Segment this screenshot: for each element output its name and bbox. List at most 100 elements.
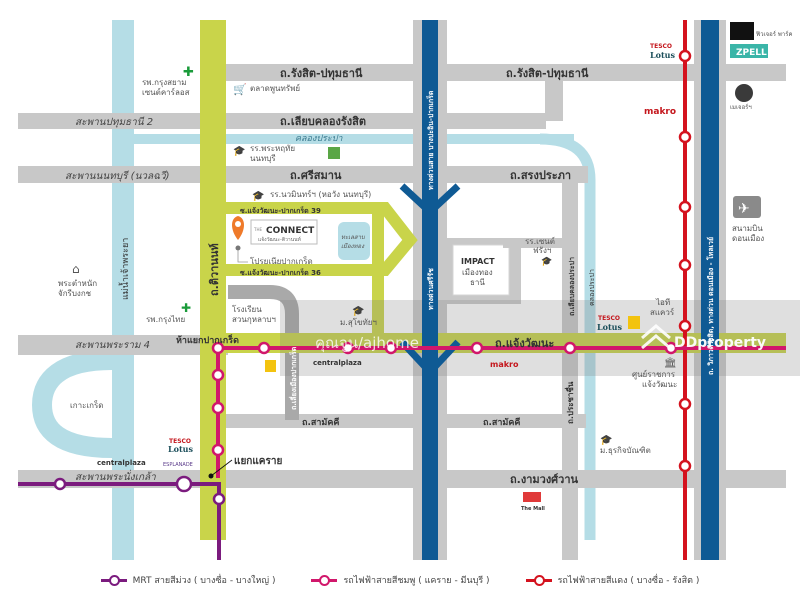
pink-station[interactable] [211,443,225,457]
red-line-stations [678,49,692,473]
pink-station[interactable] [211,401,225,415]
poi-it-square-1: ไอที [655,298,670,307]
airplane-icon: ✈ [738,201,750,217]
project-subtitle: แจ้งวัฒนะ-ติวานนท์ [258,236,301,243]
poi-phra-haruthai-1: รร.พระหฤทัย [250,144,295,153]
location-pin-icon[interactable] [232,216,244,240]
poi-don-mueang-2: ดอนเมือง [732,234,764,243]
expressway-bang-pa-in [422,20,438,560]
road-v-rangsit-branch [545,64,563,121]
school-icon: 🎓 [600,434,612,446]
legend-label: MRT สายสีม่วง ( บางซื่อ - บางใหญ่ ) [132,576,276,586]
label-tiwanon: ถ.ติวานนท์ [208,243,221,296]
poi-lake-1: ทะเลสาบ [341,234,366,241]
red-station[interactable] [678,200,692,214]
school-icon: 🎓 [233,145,245,157]
road-liang-mueang [228,285,299,420]
legend-label: รถไฟฟ้าสายสีแดง ( บางซื่อ - รังสิต ) [557,576,700,586]
poi-pruksa: โปรยเนียปากเกร็ด [250,256,313,266]
watermark-brand: DDproperty [674,335,766,351]
poi-st-francis-1: รร.เซนต์ [525,236,555,246]
red-station[interactable] [678,130,692,144]
purple-line-swatch-icon [100,574,127,586]
expressway-arrow-1 [399,183,461,217]
poi-central-2: centralplaza [97,459,146,467]
pink-station[interactable] [563,341,577,355]
legend-label: รถไฟฟ้าสายสีชมพู ( แคราย - มีนบุรี ) [343,576,490,586]
poi-tesco-3-b: Lotus [168,444,193,454]
school-icon: 🎓 [352,305,364,317]
poi-sukhothai: ม.สุโขทัยฯ [340,317,377,327]
poi-suan-kularb-1: โรงเรียน [232,304,262,314]
label-khae-rai: แยกแคราย [234,456,282,467]
legend: MRT สายสีม่วง ( บางซื่อ - บางใหญ่ ) รถไฟ… [0,568,800,592]
poi-tesco-3-a: TESCO [169,438,191,445]
lake-muang-thong [338,222,370,260]
pink-station[interactable] [257,341,271,355]
river-chao-phraya [112,20,134,560]
label-nonthaburi-bridge: สะพานนนทบุรี (นวลฉวี) [65,170,170,182]
poi-nawamintr: รร.นวมินทร์ฯ (หอวัง นนทบุรี) [270,189,371,199]
red-station[interactable] [678,459,692,473]
bigc-logo [265,360,276,372]
hospital-icon: ✚ [183,65,194,80]
the-mall-logo [523,492,541,502]
poi-krung-thai: รพ.กรุงไทย [146,315,185,324]
poi-palace-2: จักรีบงกช [58,289,92,298]
label-samakkhi-2: ถ.สามัคคี [483,417,520,428]
canal-khlong-prapa-curve [539,133,596,540]
road-samakkhi [226,414,586,428]
poi-tesco-1-a: TESCO [650,43,672,50]
location-pin-dot [235,221,241,227]
pruksa-pointer [237,250,248,263]
poi-palace-1: พระตำหนัก [58,279,97,288]
pink-line-stations [211,341,678,457]
poi-esplanade: ESPLANADE [163,462,193,468]
label-si-saman: ถ.ศรีสมาน [290,169,342,182]
poi-suan-kularb-2: สวนกุหลาบฯ [232,315,276,324]
poi-impact-3: ธานี [470,278,485,287]
school-icon: 🎓 [252,190,264,202]
purple-station-interchange[interactable] [175,475,193,493]
red-station[interactable] [678,397,692,411]
red-station[interactable] [678,258,692,272]
building-icon: 🏛 [664,357,677,369]
label-liap-khlong-rangsit: ถ.เลียบคลองรังสิต [280,115,366,128]
poi-future-park: ฟิวเจอร์ พาร์ค [756,30,793,38]
location-map: ถ.รังสิต-ปทุมธานี ถ.รังสิต-ปทุมธานี ถ.เล… [18,20,800,560]
pink-station[interactable] [341,341,355,355]
label-rangsit-pathum-1: ถ.รังสิต-ปทุมธานี [280,67,363,81]
pink-station[interactable] [470,341,484,355]
road-soi-v [372,208,384,348]
logo-green [328,147,340,159]
pink-station[interactable] [211,368,225,382]
label-khlong-prapa-v: คลองประปา [588,269,596,306]
label-song-prapha: ถ.สรงประภา [510,169,571,182]
pink-station[interactable] [211,341,225,355]
poi-zpell: ZPELL [736,48,767,58]
poi-ko-kret: เกาะเกร็ด [70,400,103,410]
project-name: CONNECT [266,226,315,236]
ko-kret-island [66,383,112,427]
river-ko-kret-loop [31,350,113,458]
pink-station[interactable] [384,341,398,355]
purple-station[interactable] [212,492,226,506]
poi-gov-center-1: ศูนย์ราชการ [632,369,676,380]
poi-major: เมเจอร์ฯ [730,103,752,111]
poi-tesco-2-a: TESCO [598,315,620,322]
red-station[interactable] [678,319,692,333]
red-station[interactable] [678,49,692,63]
legend-item-purple: MRT สายสีม่วง ( บางซื่อ - บางใหญ่ ) [100,573,276,587]
poi-phra-haruthai-2: นนทบุรี [250,154,276,163]
label-expressway-south: ทางด่วนศรีรัช [427,268,435,310]
purple-line-stations [53,475,226,506]
poi-don-mueang-1: สนามบิน [732,224,763,233]
purple-station[interactable] [53,477,67,491]
label-soi-39: ซ.แจ้งวัฒนะ-ปากเกร็ด 39 [240,206,321,215]
pruksa-dot [235,245,241,251]
road-h-st-francis [503,238,562,248]
poi-pun-sap: ตลาดพูนทรัพย์ [250,83,300,94]
zpell-logo [730,44,768,58]
label-pak-kret-junction: ห้าแยกปากเกร็ด [176,333,239,346]
road-h-right-extend [726,64,786,81]
